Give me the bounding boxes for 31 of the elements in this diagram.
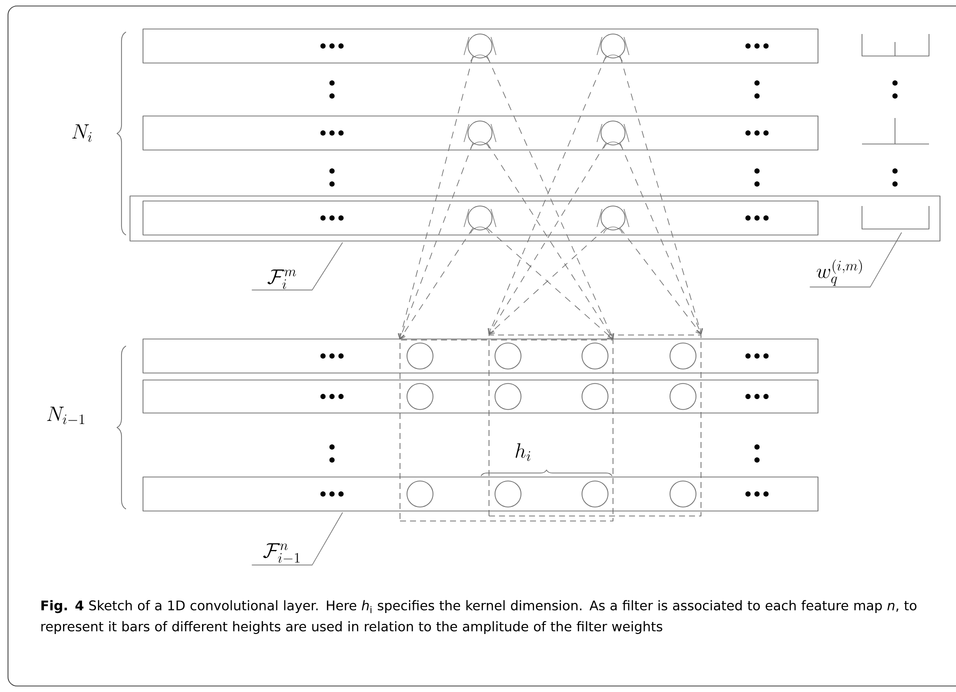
neuron-circle [596,206,630,234]
leader-line [809,232,902,288]
arrow [398,56,474,340]
arrow [620,228,702,335]
formula-label: $w_q^{(i,m)}$ [816,260,862,286]
feature-map-bar [142,338,818,374]
dashed-box [488,334,702,516]
neuron-circle [596,120,630,149]
highlight-box [130,196,940,242]
leader-line [251,242,343,290]
arrow [400,228,474,340]
formula-label: $N_{i-1}$ [47,406,84,424]
feature-map-bar [142,380,818,414]
dashed-box [400,340,614,522]
formula-label: $h_i$ [516,443,530,461]
formula-label: $\mathcal{F}_{i-1}^n$ [263,543,300,563]
neuron-circle [464,120,496,149]
feature-map-bar [142,28,818,64]
arrow [620,142,702,335]
formula-label: $\mathcal{F}_i^m$ [267,269,296,289]
neuron-circle [596,34,630,62]
caption: Fig. 4 Sketch of a 1D convolutional layer. Here h$_{i}$ specifies the kernel dimension. As a filter is associated to each feature map n, to represent it bars of different heights are used in relation to the amplitude of the filter weights [41,600,916,634]
leader-line [251,512,343,566]
formula-label: $N_i$ [72,124,92,142]
neuron-circle [464,34,496,62]
neuron-circle [464,206,496,234]
feature-map-bar [142,116,818,150]
arrow [620,56,704,335]
feature-map-bar [142,200,818,236]
arrow [398,142,474,340]
feature-map-bar [142,476,818,512]
